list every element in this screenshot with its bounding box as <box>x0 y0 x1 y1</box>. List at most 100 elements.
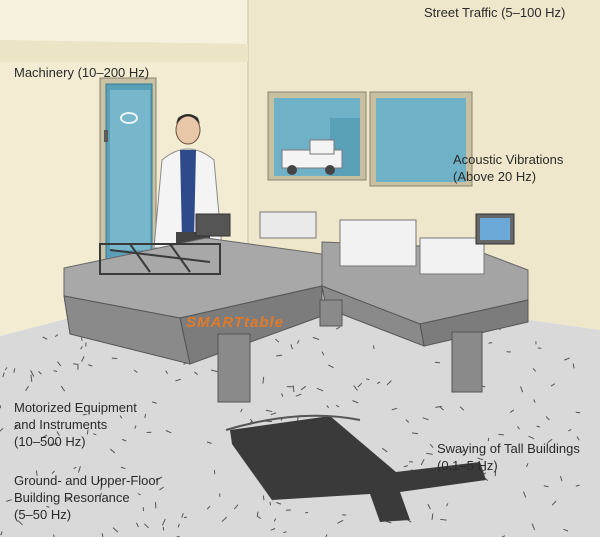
floor-speck <box>53 534 55 537</box>
floor-speck <box>526 463 529 468</box>
floor-speck <box>51 470 55 475</box>
floor-speck <box>120 466 126 470</box>
floor-speck <box>73 466 77 470</box>
floor-speck <box>0 428 4 432</box>
floor-speck <box>0 531 3 536</box>
floor-speck <box>411 432 419 435</box>
floor-speck <box>312 336 320 340</box>
label-ground-line3: (5–50 Hz) <box>14 507 72 522</box>
floor-speck <box>477 457 484 461</box>
floor-speck <box>159 486 165 491</box>
floor-speck <box>78 465 81 473</box>
label-machinery: Machinery (10–200 Hz) <box>14 64 149 81</box>
floor-speck <box>99 492 102 499</box>
door <box>99 77 157 275</box>
floor-speck <box>275 338 280 343</box>
floor-speck <box>5 499 12 502</box>
floor-speck <box>210 369 218 373</box>
floor-speck <box>270 528 276 531</box>
floor-speck <box>550 383 556 387</box>
floor-speck <box>137 493 141 496</box>
floor-speck <box>249 418 254 423</box>
floor-speck <box>151 401 158 404</box>
floor-speck <box>161 518 166 526</box>
floor-speck <box>119 415 123 419</box>
floor-speck <box>240 408 243 413</box>
floor-speck <box>568 428 572 432</box>
floor-speck <box>175 378 182 382</box>
floor-speck <box>276 354 283 357</box>
floor-speck <box>563 528 569 532</box>
floor-speck <box>165 430 172 434</box>
floor-speck <box>134 425 137 429</box>
floor-speck <box>335 326 341 330</box>
floor-speck <box>376 381 381 384</box>
floor-speck <box>13 368 16 373</box>
floor-speck <box>162 526 165 531</box>
floor-speck <box>564 357 570 361</box>
label-swaying-line1: Swaying of Tall Buildings <box>437 441 580 456</box>
floor-speck <box>265 409 273 413</box>
floor-speck <box>88 364 93 367</box>
floor-speck <box>543 485 549 488</box>
floor-speck <box>501 535 506 537</box>
floor-speck <box>281 393 284 397</box>
floor-speck <box>80 346 83 350</box>
floor-speck <box>25 385 30 391</box>
floor-speck <box>559 475 563 482</box>
floor-speck <box>357 382 363 388</box>
floor-speck <box>446 503 449 507</box>
floor-speck <box>572 363 575 369</box>
label-acoustic-vibrations: Acoustic Vibrations (Above 20 Hz) <box>453 151 563 185</box>
floor-speck <box>494 470 497 477</box>
floor-speck <box>17 520 23 526</box>
floor-speck <box>73 363 78 365</box>
floor-speck <box>321 351 325 356</box>
label-swaying-line2: (0.1–5 Hz) <box>437 458 498 473</box>
floor-speck <box>262 376 265 384</box>
label-ground-resonance: Ground- and Upper-Floor Building Resonan… <box>14 472 160 523</box>
floor-speck <box>327 364 334 369</box>
label-swaying-buildings: Swaying of Tall Buildings (0.1–5 Hz) <box>437 440 580 474</box>
floor-speck <box>405 419 410 423</box>
floor-speck <box>38 371 42 375</box>
floor-speck <box>233 504 239 510</box>
floor-speck <box>295 393 302 397</box>
floor-speck <box>221 516 228 523</box>
floor-speck <box>440 518 447 521</box>
floor-speck <box>531 523 536 531</box>
floor-speck <box>300 385 307 391</box>
floor-speck <box>262 495 265 501</box>
floor-speck <box>155 476 163 481</box>
floor-speck <box>4 367 8 371</box>
floor-speck <box>46 505 50 508</box>
floor-speck <box>98 477 103 483</box>
floor-speck <box>257 516 262 519</box>
floor-speck <box>435 405 442 408</box>
floor-speck <box>135 522 139 528</box>
floor-speck <box>532 368 537 372</box>
optical-table <box>63 211 529 403</box>
label-motorized-line3: (10–500 Hz) <box>14 434 86 449</box>
floor-speck <box>459 406 465 411</box>
floor-speck <box>100 484 103 490</box>
floor-speck <box>434 361 440 364</box>
floor-speck <box>269 501 272 506</box>
floor-speck <box>165 370 169 374</box>
floor-speck <box>60 385 66 392</box>
label-acoustic-line1: Acoustic Vibrations <box>453 152 564 167</box>
windows <box>267 91 473 187</box>
label-ground-line2: Building Resonance <box>14 490 130 505</box>
floor-speck <box>353 385 358 391</box>
floor-speck <box>523 491 527 498</box>
floor-speck <box>517 426 520 430</box>
floor-speck <box>40 434 48 439</box>
floor-speck <box>365 378 370 381</box>
floor-speck <box>86 429 89 435</box>
floor-speck <box>283 531 287 534</box>
floor-speck <box>296 340 300 344</box>
floor-speck <box>206 505 211 510</box>
floor-speck <box>93 433 97 436</box>
label-street-traffic-text: Street Traffic (5–100 Hz) <box>424 5 566 20</box>
